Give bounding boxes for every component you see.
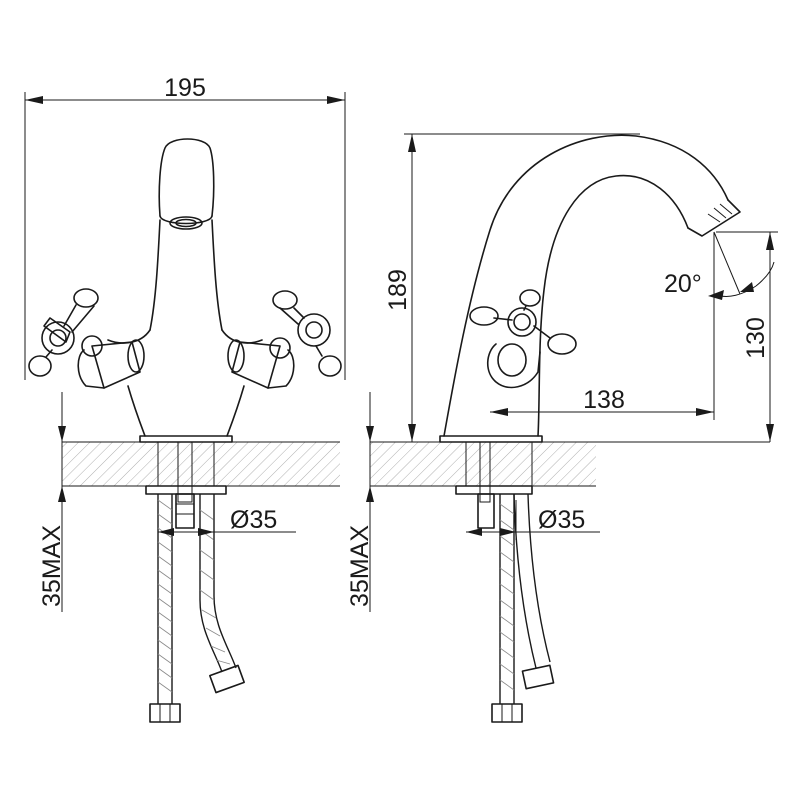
spout-height-label: 130 — [742, 317, 770, 359]
width-dimension-label: 195 — [164, 74, 206, 102]
side-view: Ø35 35MAX 189 130 — [346, 133, 778, 723]
front-max-thickness-label: 35MAX — [38, 525, 66, 607]
height-dimension: 189 — [384, 133, 640, 442]
side-hole-diameter-label: Ø35 — [538, 506, 585, 534]
spout-reach-label: 138 — [583, 386, 625, 414]
front-mounting-stud — [145, 441, 227, 529]
front-right-handle — [227, 290, 342, 389]
front-hoses — [149, 494, 245, 723]
front-hole-diameter-dim: Ø35 — [158, 500, 296, 540]
front-view: 195 — [24, 74, 346, 723]
spout-angle-label: 20° — [664, 270, 702, 298]
side-mounting-stud — [455, 441, 555, 723]
front-max-thickness-dim: 35MAX — [38, 392, 66, 612]
side-max-thickness-label: 35MAX — [346, 525, 374, 607]
front-faucet-body — [107, 138, 263, 443]
front-left-handle — [28, 288, 145, 389]
side-max-thickness-dim: 35MAX — [346, 392, 374, 612]
width-dimension: 195 — [24, 74, 346, 380]
side-countertop — [370, 442, 596, 486]
spout-height-dimension: 130 — [716, 231, 778, 442]
front-hole-diameter-label: Ø35 — [230, 506, 277, 534]
front-countertop — [62, 442, 340, 486]
side-handle — [469, 289, 577, 389]
side-hole-diameter-dim: Ø35 — [466, 500, 600, 540]
height-dimension-label: 189 — [384, 269, 412, 311]
spout-reach-dimension: 138 — [490, 232, 715, 420]
spout-angle-dimension: 20° — [664, 231, 775, 300]
